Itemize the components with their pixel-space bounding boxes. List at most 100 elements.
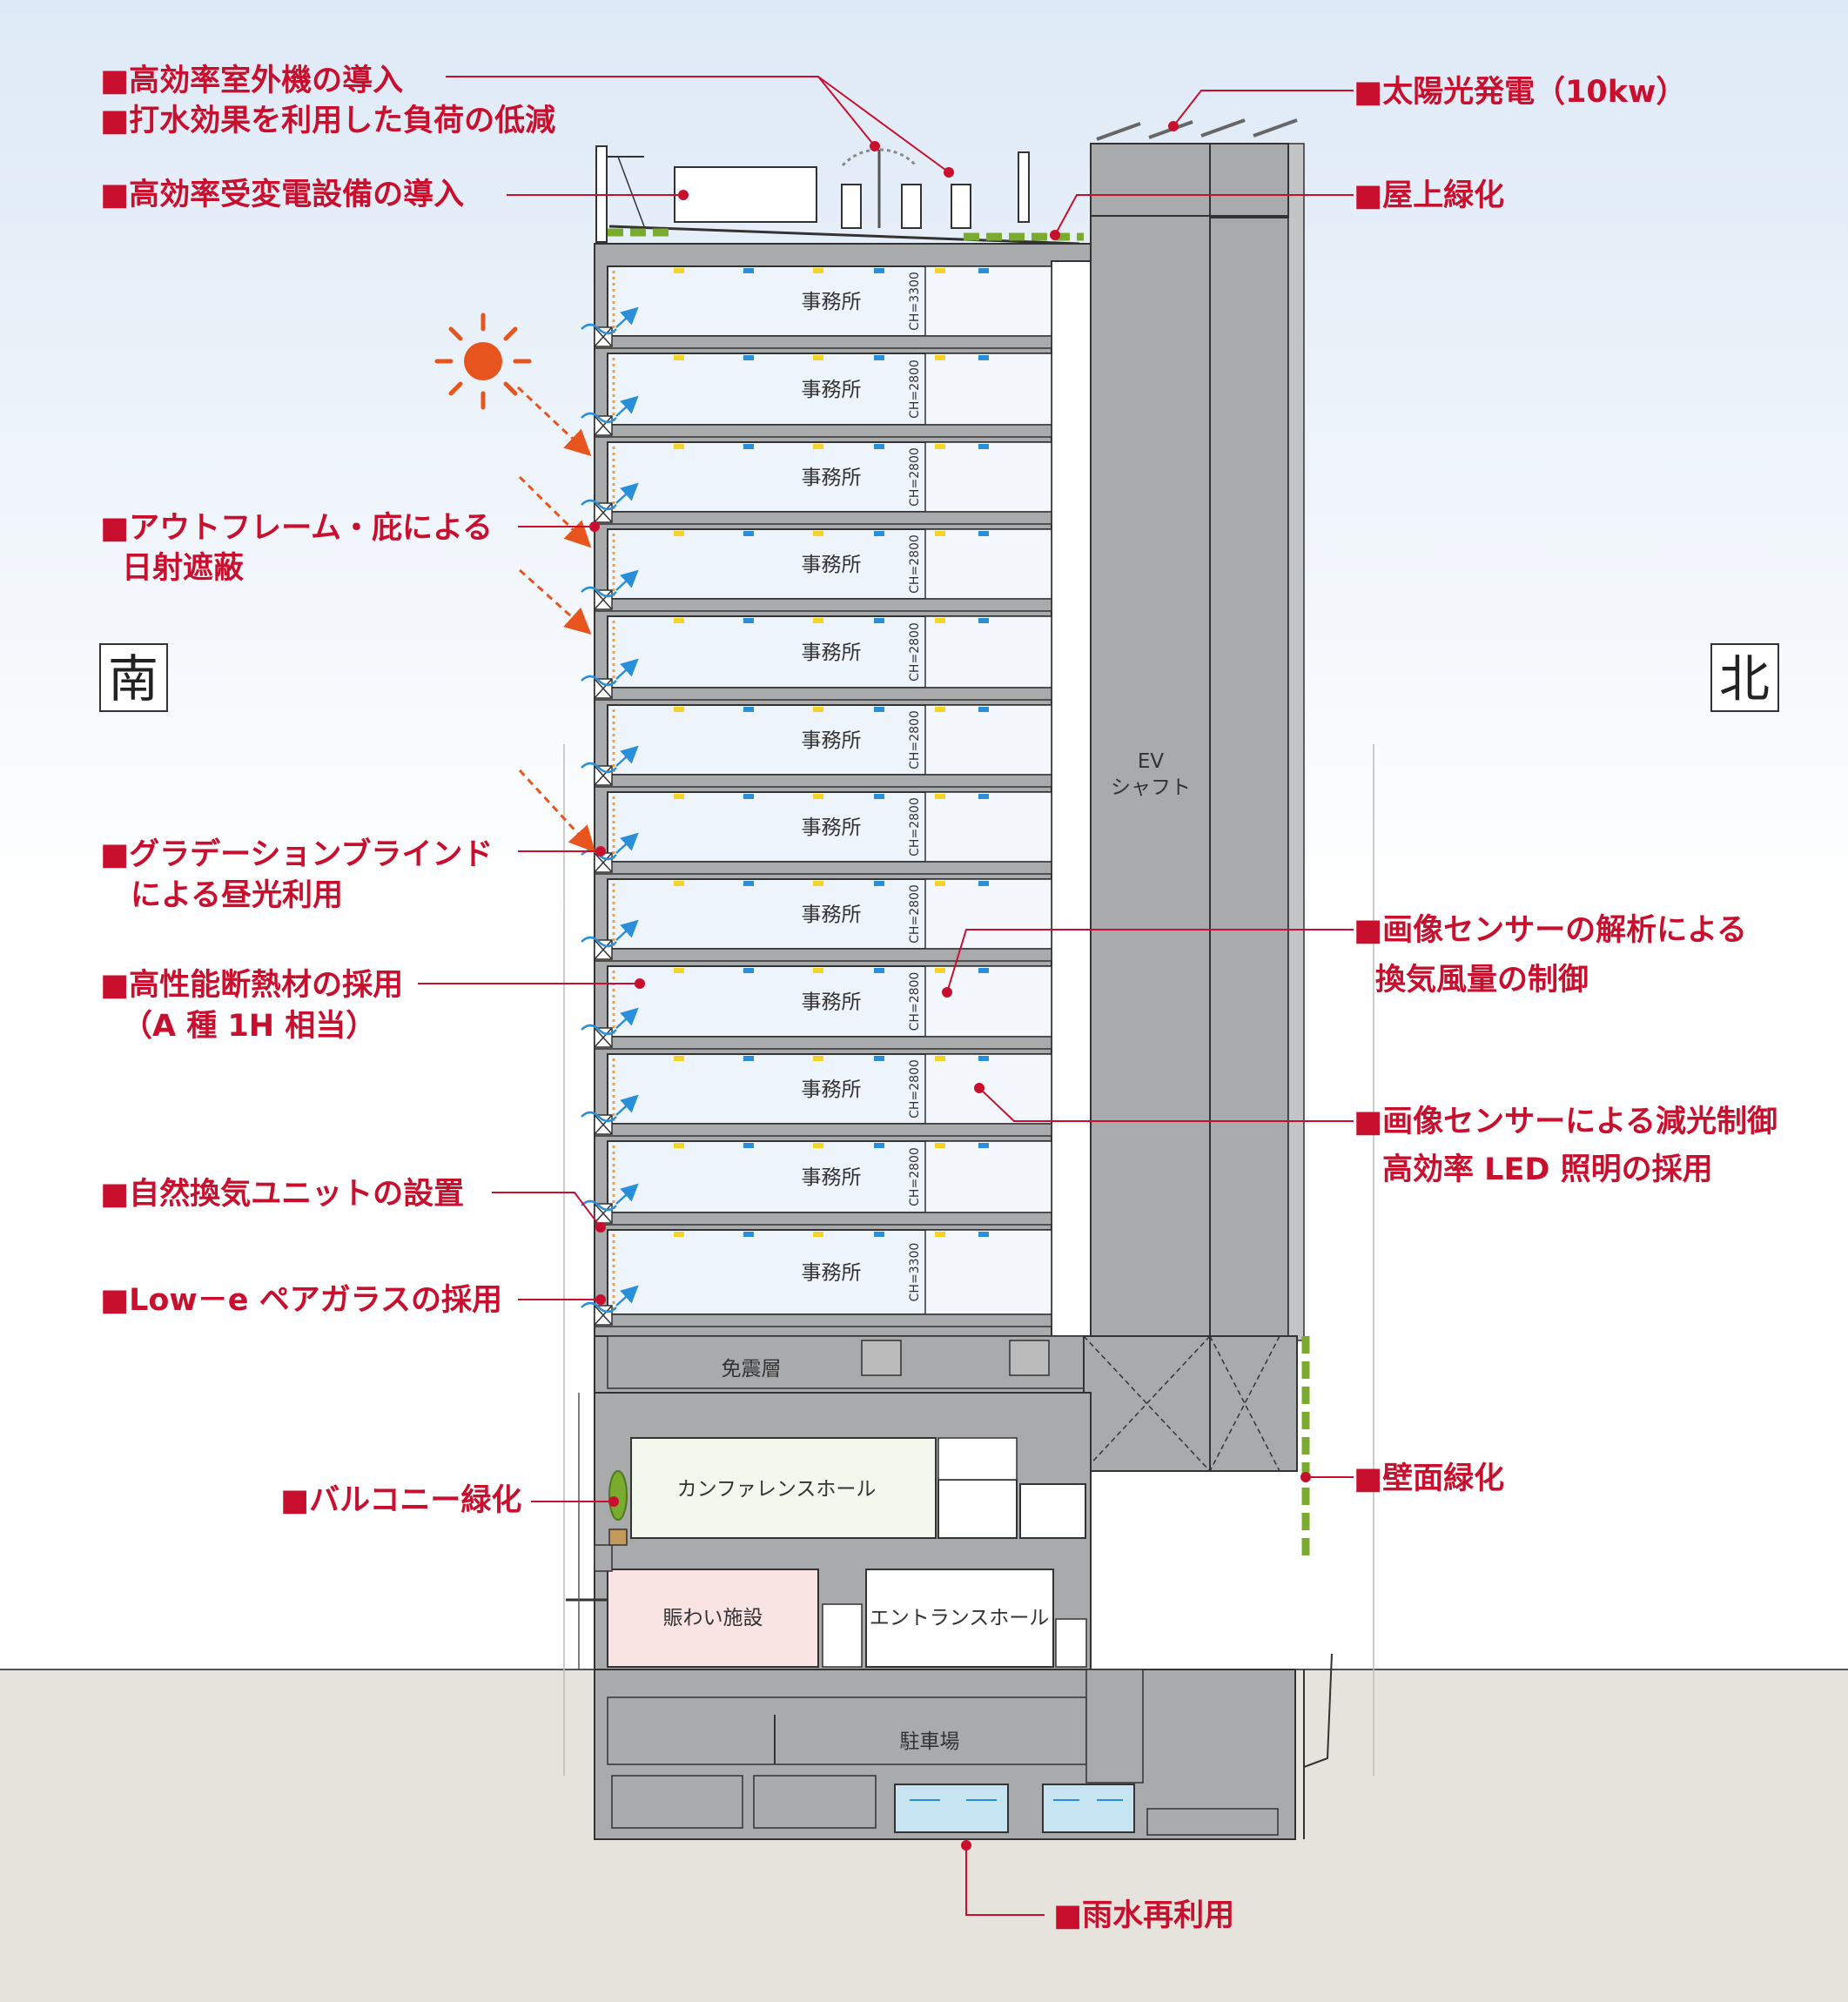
direction-south: 南 <box>99 643 168 712</box>
callout-insulation-1: ■高性能断熱材の採用 <box>100 968 403 1003</box>
led-light-icon <box>813 355 823 360</box>
north-core-white <box>1051 260 1092 1341</box>
floor-slab <box>594 948 1052 962</box>
outdoor-unit-3 <box>951 184 971 229</box>
sensor-icon <box>978 531 989 536</box>
led-light-icon <box>935 707 945 712</box>
sensor-icon <box>978 444 989 449</box>
floor-slab <box>594 598 1052 612</box>
room-office: 事務所 <box>802 729 862 752</box>
office-floor: 事務所 CH=3300 <box>581 1229 1052 1327</box>
room-office: 事務所 <box>802 291 862 313</box>
sensor-icon <box>743 618 754 623</box>
sensor-icon <box>743 355 754 360</box>
office-core-strip <box>924 1229 1052 1315</box>
office-core-strip <box>924 528 1052 600</box>
south-label: 南 <box>108 649 158 709</box>
rain-tank-1 <box>894 1784 1009 1833</box>
sensor-icon <box>874 531 884 536</box>
callout-natural-vent: ■自然換気ユニットの設置 <box>100 1176 464 1212</box>
ventilation-airflow-icon <box>581 412 617 424</box>
sensor-icon <box>874 618 884 623</box>
sensor-icon <box>978 618 989 623</box>
ventilation-airflow-icon <box>581 1024 617 1036</box>
sensor-icon <box>978 268 989 273</box>
sensor-icon <box>874 794 884 799</box>
ventilation-airflow-icon <box>581 323 617 335</box>
callout-shading-2: 日射遮蔽 <box>122 551 245 586</box>
led-light-icon <box>935 618 945 623</box>
sensor-icon <box>874 881 884 886</box>
ceiling-height: CH=2800 <box>908 1059 922 1119</box>
sensor-icon <box>874 968 884 973</box>
sensor-icon <box>978 1056 989 1061</box>
sensor-icon <box>874 444 884 449</box>
led-light-icon <box>674 707 684 712</box>
ventilation-airflow-icon <box>581 936 617 948</box>
led-light-icon <box>813 1232 823 1237</box>
office-core-strip <box>924 265 1052 337</box>
balcony-tree <box>608 1470 628 1521</box>
led-light-icon <box>813 707 823 712</box>
ceiling-height: CH=3300 <box>908 272 922 331</box>
floor-slab <box>594 774 1052 788</box>
office-floor: 事務所 CH=3300 <box>581 265 1052 349</box>
led-light-icon <box>813 268 823 273</box>
led-light-icon <box>935 968 945 973</box>
callout-image-vent-2: 換気風量の制御 <box>1375 963 1589 998</box>
sensor-icon <box>743 1056 754 1061</box>
office-core-strip <box>924 441 1052 513</box>
room-office: 事務所 <box>802 1078 862 1101</box>
nigiwai-facility <box>607 1569 819 1668</box>
floor-slab <box>594 1212 1052 1226</box>
ceiling-height: CH=2800 <box>908 534 922 594</box>
floor-slab <box>594 861 1052 875</box>
callout-substation: ■高効率受変電設備の導入 <box>100 177 464 212</box>
sensor-icon <box>978 355 989 360</box>
floor-slab <box>594 1036 1052 1050</box>
led-light-icon <box>813 968 823 973</box>
ceiling-height: CH=2800 <box>908 1147 922 1206</box>
sensor-icon <box>874 1232 884 1237</box>
sensor-icon <box>874 1056 884 1061</box>
ceiling-height: CH=3300 <box>908 1243 922 1302</box>
led-light-icon <box>813 1143 823 1148</box>
callout-image-light-1: ■画像センサーによる減光制御 <box>1354 1105 1777 1139</box>
balcony-planter <box>608 1528 628 1546</box>
office-core-strip <box>924 1140 1052 1213</box>
ceiling-height: CH=2800 <box>908 797 922 857</box>
led-light-icon <box>674 881 684 886</box>
water-spray-icon <box>841 148 917 167</box>
led-light-icon <box>674 1056 684 1061</box>
sensor-icon <box>874 355 884 360</box>
ev-shaft-label-1: EV <box>1138 750 1165 773</box>
conference-hall <box>630 1437 937 1539</box>
room-office: 事務所 <box>802 642 862 664</box>
led-light-icon <box>935 355 945 360</box>
room-office: 事務所 <box>802 1262 862 1285</box>
led-light-icon <box>674 618 684 623</box>
rain-tank-2 <box>1042 1784 1135 1833</box>
callout-shading-1: ■アウトフレーム・庇による <box>100 511 493 546</box>
ceiling-height: CH=2800 <box>908 359 922 419</box>
floor-slab <box>594 1313 1052 1327</box>
sensor-icon <box>978 1232 989 1237</box>
seismic-layer: 免震層 <box>594 1335 1298 1472</box>
room-conference: カンファレンスホール <box>677 1478 877 1501</box>
sensor-icon <box>743 268 754 273</box>
parapet-north <box>1018 151 1030 223</box>
sensor-icon <box>978 881 989 886</box>
office-core-strip <box>924 704 1052 776</box>
callout-insulation-2: （A 種 1H 相当） <box>122 1009 376 1044</box>
sensor-icon <box>743 1143 754 1148</box>
floor-slab <box>594 424 1052 438</box>
led-light-icon <box>813 1056 823 1061</box>
